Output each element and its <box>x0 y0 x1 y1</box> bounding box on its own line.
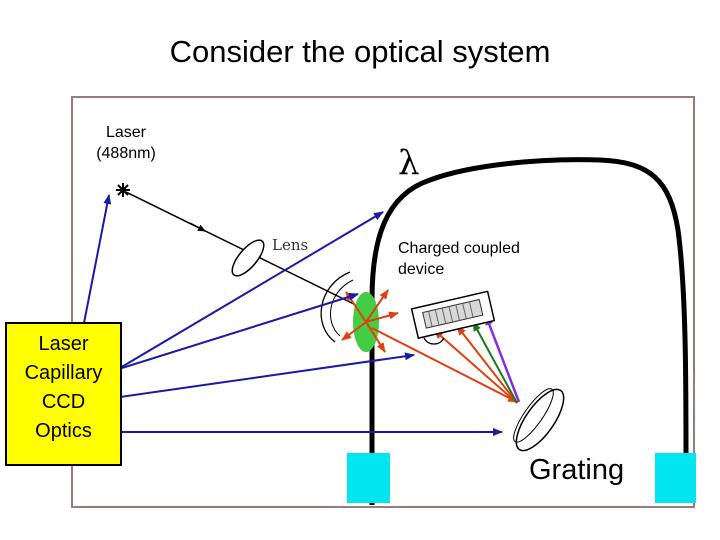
diagram-frame <box>71 96 695 508</box>
laser-label-line1: Laser <box>105 124 147 141</box>
ccd-label-line1: Charged coupled <box>398 240 520 257</box>
support-right <box>655 453 696 503</box>
laser-label: Laser (488nm) <box>70 122 182 164</box>
legend-item-ccd: CCD <box>41 391 86 413</box>
legend-item-optics: Optics <box>35 420 92 442</box>
legend-item-laser: Laser <box>38 333 89 355</box>
diffracted-ray-green <box>472 321 518 404</box>
diffracted-ray-violet <box>484 315 521 403</box>
diffracted-ray-red-2 <box>456 325 518 404</box>
slide-title: Consider the optical system <box>169 34 551 69</box>
pointer-lambda-ccd <box>119 211 384 369</box>
lens-label: Lens <box>272 236 309 254</box>
legend-item-capillary: Capillary <box>24 362 103 384</box>
light-to-grating <box>371 327 518 403</box>
enclosure-outline <box>369 157 689 505</box>
laser-source <box>116 183 130 197</box>
grating <box>513 388 565 452</box>
ccd-label-line2: device <box>398 261 445 278</box>
grating-label: Grating <box>529 454 625 486</box>
support-left <box>347 453 390 503</box>
pointer-laser-label <box>83 194 112 324</box>
pointer-ccd <box>119 352 415 398</box>
lambda-symbol: λ <box>398 143 420 183</box>
diffracted-ray-red <box>433 329 518 404</box>
ccd-detector <box>410 290 496 340</box>
lens <box>231 239 265 277</box>
ccd-label: Charged coupled device <box>398 238 520 280</box>
laser-label-line2: (488nm) <box>96 145 156 162</box>
component-legend-box: Laser Capillary CCD Optics <box>5 322 122 466</box>
pointer-capillary <box>121 292 359 369</box>
pointer-arrows <box>83 194 503 436</box>
laser-beam-arrow <box>189 222 206 232</box>
